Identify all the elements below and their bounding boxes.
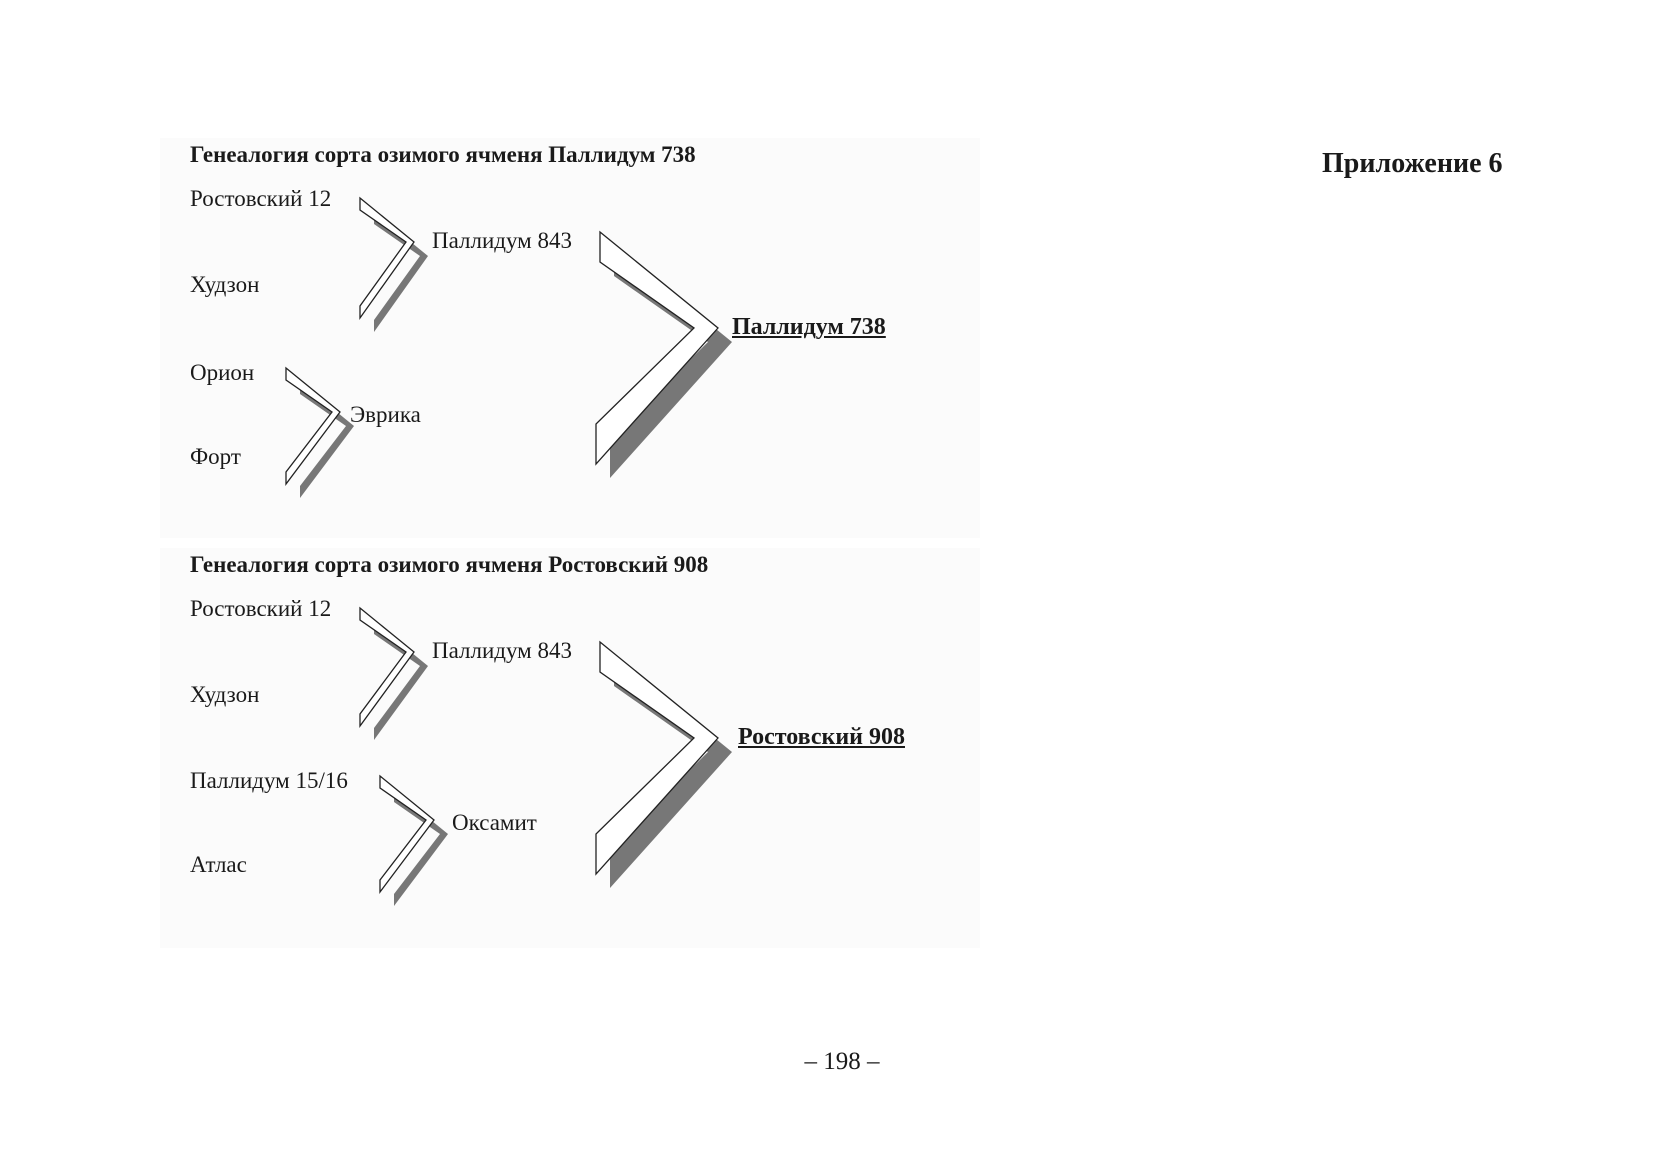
intermediate-label: Эврика [350,402,421,427]
diagram-title: Генеалогия сорта озимого ячменя Ростовск… [190,552,709,577]
genealogy-diagram-rostovsky-908: Генеалогия сорта озимого ячменя Ростовск… [160,548,980,948]
genealogy-arrows-1 [285,196,732,498]
genealogy-diagram-pallidum-738: Генеалогия сорта озимого ячменя Паллидум… [160,138,980,538]
genealogy-arrows-2 [359,606,732,906]
cross-arrow-big-shadow [610,656,732,888]
cross-arrow-big [595,230,719,466]
cross-arrow-shadow [374,212,428,332]
parent-label: Паллидум 15/16 [190,768,348,793]
parent-label: Форт [190,444,241,469]
intermediate-label: Паллидум 843 [432,228,572,253]
cross-arrow-big-shadow [610,246,732,478]
parent-label: Орион [190,360,255,385]
result-variety-label: Паллидум 738 [732,314,886,340]
parent-label: Атлас [190,852,247,877]
cross-arrow [359,196,415,321]
page-number: – 198 – [804,1048,880,1075]
parent-label: Ростовский 12 [190,596,332,621]
cross-arrow-big [595,640,719,876]
intermediate-label: Паллидум 843 [432,638,572,663]
cross-arrow [379,774,435,894]
cross-arrow-shadow [394,790,448,906]
cross-arrow-shadow [374,622,428,740]
parent-label: Худзон [190,682,260,707]
parent-label: Худзон [190,272,260,297]
diagram-title: Генеалогия сорта озимого ячменя Паллидум… [190,142,696,167]
cross-arrow [359,606,415,728]
cross-arrow [285,366,341,486]
cross-arrow-shadow [300,382,354,498]
intermediate-label: Оксамит [452,810,537,835]
parent-label: Ростовский 12 [190,186,332,211]
appendix-label: Приложение 6 [1322,148,1503,179]
result-variety-label: Ростовский 908 [738,724,905,750]
